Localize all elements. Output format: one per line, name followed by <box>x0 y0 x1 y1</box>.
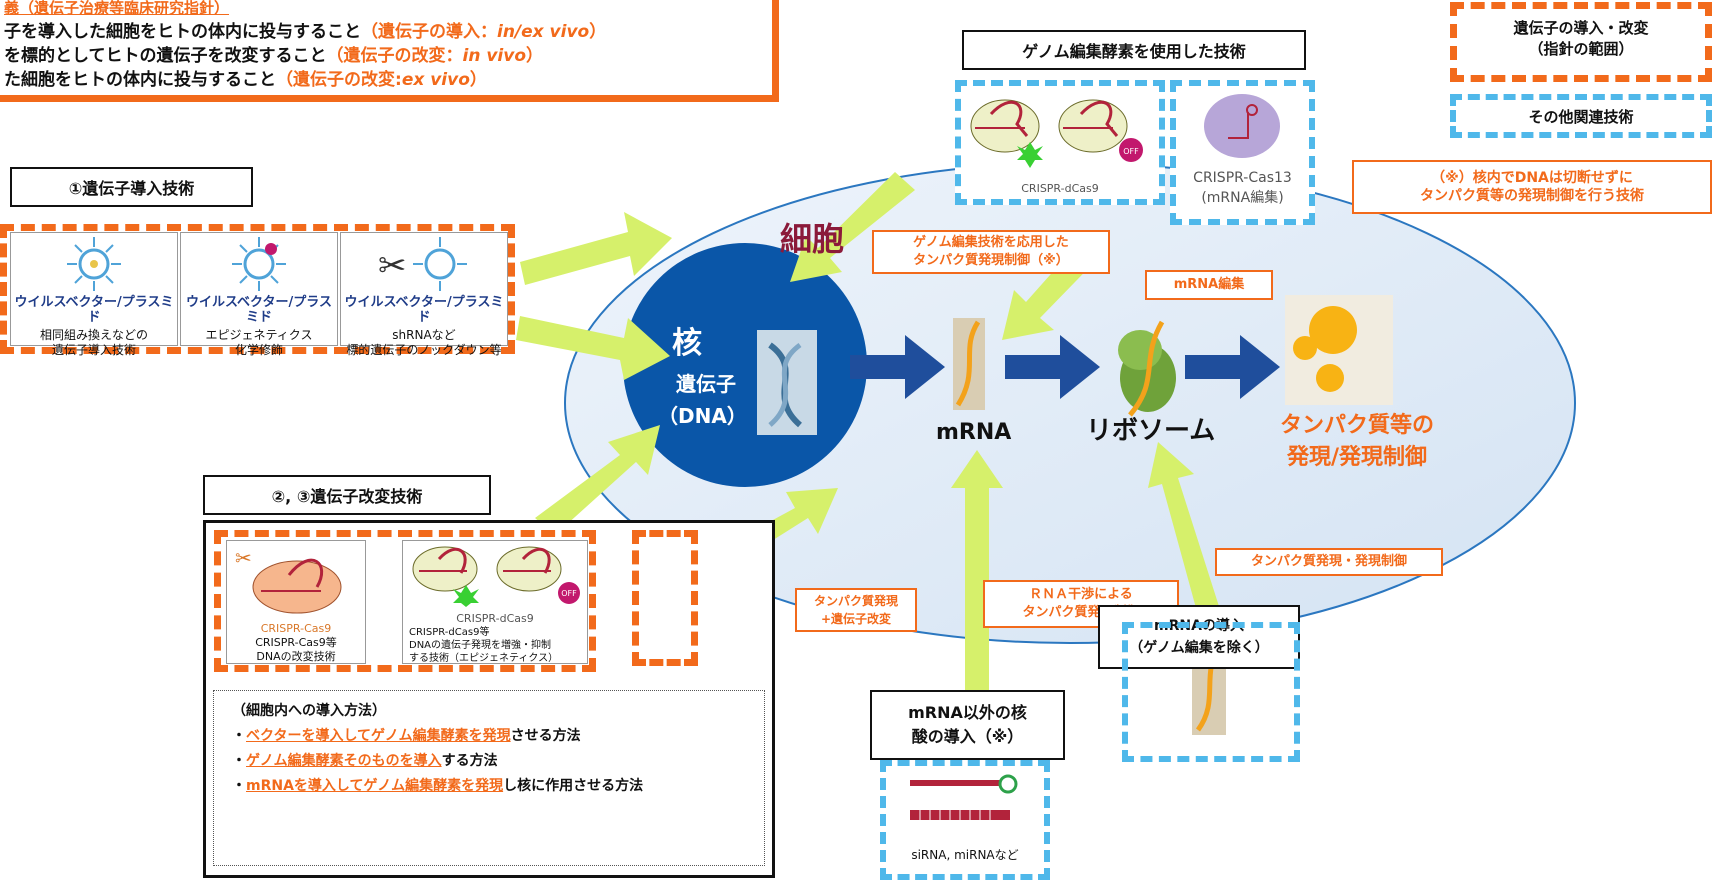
nucleus-dna: （DNA） <box>658 404 747 428</box>
legend-scope <box>1450 2 1712 82</box>
guideline-line-3: た細胞をヒトの体内に投与すること（遺伝子の改変:ex vivo） <box>4 70 487 90</box>
dcas9-panel: OFF CRISPR-dCas9 CRISPR-dCas9等 DNAの遺伝子発現… <box>402 540 588 664</box>
tech1-box <box>0 224 515 354</box>
method-3: ・mRNAを導入してゲノム編集酵素を発現し核に作用させる方法 <box>232 778 644 794</box>
method-2: ・ゲノム編集酵素そのものを導入する方法 <box>232 753 498 769</box>
cas13-icon <box>1204 94 1280 158</box>
vector-label: ウイルスベクター/プラスミド <box>344 295 504 325</box>
guideline-title: 義（遺伝子治療等臨床研究指針） <box>4 0 230 17</box>
vector-label: ウイルスベクター/プラスミド <box>185 295 333 325</box>
methods-title: （細胞内への導入方法） <box>232 703 386 719</box>
arrow-ribo-to-protein <box>1185 335 1280 399</box>
protein-label: タンパク質等の 発現/発現制御 <box>1279 413 1434 470</box>
dcas9-label: CRISPR-dCas9 <box>1021 182 1099 195</box>
dcas9-icon: OFF <box>970 99 1143 168</box>
genome-tech-title: ゲノム編集酵素を使用した技術 <box>962 30 1306 70</box>
arrow-gene-to-mrna <box>850 335 945 399</box>
tech1-item-1: 相同組み換えなどの 遺伝子導入技術 <box>39 328 148 357</box>
arrow-mrna-to-ribo <box>1005 335 1100 399</box>
svg-text:✂: ✂ <box>378 246 407 286</box>
label-genome-apply: ゲノム編集技術を応用した タンパク質発現制御（※） <box>872 230 1110 274</box>
label-mrna-edit: mRNA編集 <box>1145 270 1273 300</box>
tech1-panel-1: ウイルスベクター/プラスミド 相同組み換えなどの 遺伝子導入技術 <box>10 232 178 357</box>
arrow-genome-apply <box>790 172 915 282</box>
cas9-name: CRISPR-Cas9 <box>260 622 332 635</box>
note-box: （※）核内でDNAは切断せずに タンパク質等の発現制御を行う技術 <box>1352 160 1712 214</box>
mrna-intro-box <box>1122 622 1300 762</box>
virus-icon <box>232 237 286 291</box>
ribosome-image <box>1118 320 1176 417</box>
cell-label: 細胞 <box>780 220 845 258</box>
tech1-item-2: エピジェネティクス 化学修飾 <box>205 328 313 357</box>
dcas9-pair-off-label: OFF <box>561 589 577 598</box>
label-protein-gene: タンパク質発現 +遺伝子改変 <box>795 588 917 632</box>
legend-related <box>1450 94 1712 138</box>
arrow-mrna-intro <box>1148 442 1224 630</box>
methods-box <box>213 690 765 866</box>
cas9-desc: CRISPR-Cas9等 DNAの改変技術 <box>255 636 337 663</box>
dcas9-name: CRISPR-dCas9 <box>456 612 534 625</box>
tech1-panel-3: ✂ ウイルスベクター/プラスミド shRNAなど 標的遺伝子のノックダウン等 <box>340 232 508 357</box>
arrow-tech1-bottom <box>516 316 670 380</box>
legend-scope-label: 遺伝子の導入・改変 （指針の範囲） <box>1513 19 1649 58</box>
tech23-strand-box <box>632 530 698 666</box>
virus-icon <box>67 237 121 291</box>
legend-related-label: その他関連技術 <box>1528 108 1634 126</box>
sirna-icon <box>910 774 1018 820</box>
nucleus-circle <box>623 243 867 487</box>
dcas9-desc: CRISPR-dCas9等 DNAの遺伝子発現を増強・抑制 する技術（エピジェネ… <box>409 627 559 664</box>
arrow-rnai <box>951 450 1003 690</box>
mrna-label: mRNA <box>936 420 1012 445</box>
vector-label: ウイルスベクター/プラスミド <box>14 295 174 325</box>
tech1-panel-2: ウイルスベクター/プラスミド エピジェネティクス 化学修飾 <box>180 232 338 357</box>
cas13-label: CRISPR-Cas13 (mRNA編集) <box>1193 170 1292 206</box>
arrow-tech23 <box>535 425 660 535</box>
tech1-item-3: shRNAなど 標的遺伝子のノックダウン等 <box>346 328 502 357</box>
guideline-line-1: 子を導入した細胞をヒトの体内に投与すること（遺伝子の導入：in/ex vivo） <box>4 22 607 42</box>
dcas9-off-label: OFF <box>1123 147 1139 156</box>
tech1-title: ①遺伝子導入技術 <box>10 167 253 207</box>
label-protein-ctrl: タンパク質発現・発現制御 <box>1215 548 1443 576</box>
arrow-tech1-top <box>520 212 672 285</box>
navy-arrows <box>850 335 1280 399</box>
scissors-virus-icon: ✂ <box>378 237 467 291</box>
dcas9-pair-icon: OFF <box>412 546 580 607</box>
guideline-line-2: を標的としてヒトの遺伝子を改変すること（遺伝子の改変：in vivo） <box>4 46 544 66</box>
tech23-box <box>214 530 596 672</box>
cas9-icon: ✂ <box>235 546 342 614</box>
nucleus-title: 核 <box>672 326 702 361</box>
nucleic-intro-title: mRNA以外の核 酸の導入（※） <box>870 690 1065 760</box>
tech23-title: ②, ③遺伝子改変技術 <box>203 475 491 515</box>
svg-text:✂: ✂ <box>235 546 252 570</box>
nucleus-gene: 遺伝子 <box>676 372 736 396</box>
ribosome-label: リボソーム <box>1086 416 1216 446</box>
cas9-panel: ✂ CRISPR-Cas9 CRISPR-Cas9等 DNAの改変技術 <box>226 540 366 664</box>
label-rnai: ＲＮＡ干渉による タンパク質発現制御 <box>983 580 1179 628</box>
sirna-label: siRNA, miRNAなど <box>911 848 1019 862</box>
method-1: ・ベクターを導入してゲノム編集酵素を発現させる方法 <box>232 728 581 744</box>
guideline-box: 義（遺伝子治療等臨床研究指針） 子を導入した細胞をヒトの体内に投与すること（遺伝… <box>0 0 775 98</box>
